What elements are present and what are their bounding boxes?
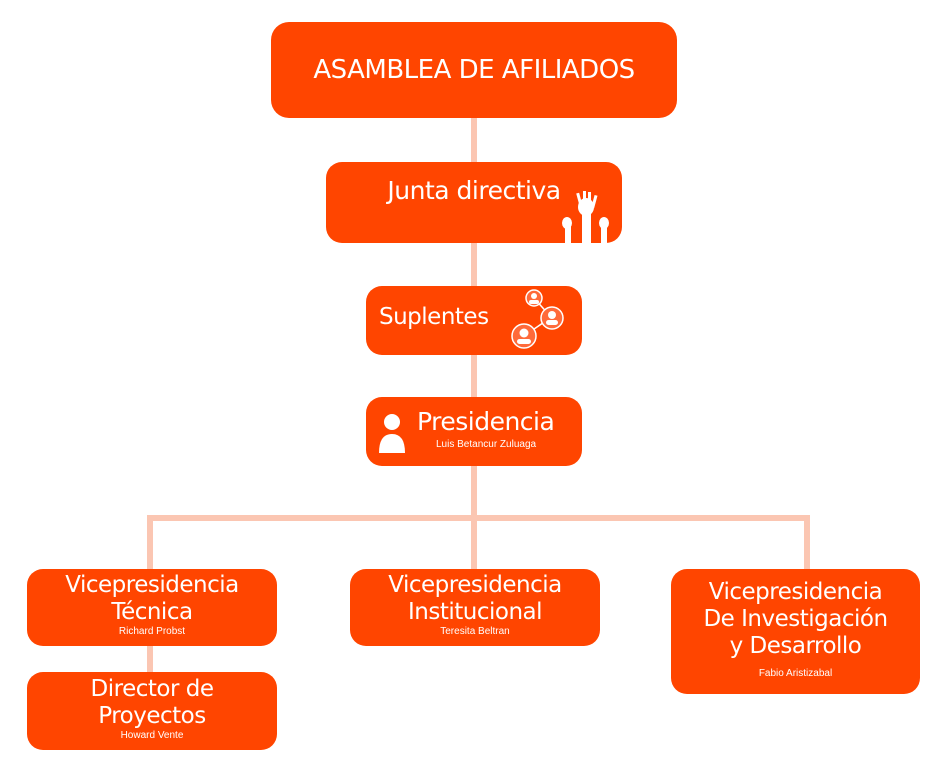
node-person-name: Fabio Aristizabal	[758, 668, 833, 679]
node-director-proyectos: Director de Proyectos Howard Vente	[27, 672, 277, 750]
raised-hands-icon	[562, 191, 609, 243]
node-junta-directiva: Junta directiva	[326, 162, 622, 243]
connector-right	[804, 515, 810, 575]
node-title-line1: Vicepresidencia	[65, 572, 239, 598]
node-suplentes: Suplentes	[366, 286, 582, 355]
node-person-name: Richard Probst	[118, 626, 186, 637]
node-title-line1: Vicepresidencia	[708, 579, 883, 605]
node-title-line2: Proyectos	[98, 703, 206, 729]
person-icon	[379, 414, 405, 453]
node-title-line2: Técnica	[111, 599, 193, 625]
node-vp-institucional: Vicepresidencia Institucional Teresita B…	[350, 569, 600, 646]
node-title-line1: Director de	[90, 676, 214, 702]
node-person-name: Teresita Beltran	[440, 626, 510, 637]
node-title-line2: De Investigación	[703, 606, 888, 632]
node-title-line1: Vicepresidencia	[388, 572, 562, 598]
node-presidencia: Presidencia Luis Betancur Zuluaga	[366, 397, 582, 466]
node-title: Presidencia	[417, 407, 555, 436]
node-title-line2: Institucional	[407, 599, 543, 625]
node-vp-investigacion: Vicepresidencia De Investigación y Desar…	[671, 569, 920, 694]
node-person-name: Luis Betancur Zuluaga	[436, 439, 537, 450]
node-asamblea: ASAMBLEA DE AFILIADOS	[271, 22, 677, 118]
node-title-line3: y Desarrollo	[729, 633, 862, 659]
connector-horizontal	[147, 515, 810, 521]
connector-center	[471, 515, 477, 575]
node-vp-tecnica: Vicepresidencia Técnica Richard Probst	[27, 569, 277, 646]
node-title: Suplentes	[379, 304, 489, 330]
node-title: ASAMBLEA DE AFILIADOS	[313, 55, 635, 85]
people-network-icon	[511, 289, 564, 349]
node-title: Junta directiva	[387, 176, 561, 205]
node-person-name: Howard Vente	[120, 730, 184, 741]
